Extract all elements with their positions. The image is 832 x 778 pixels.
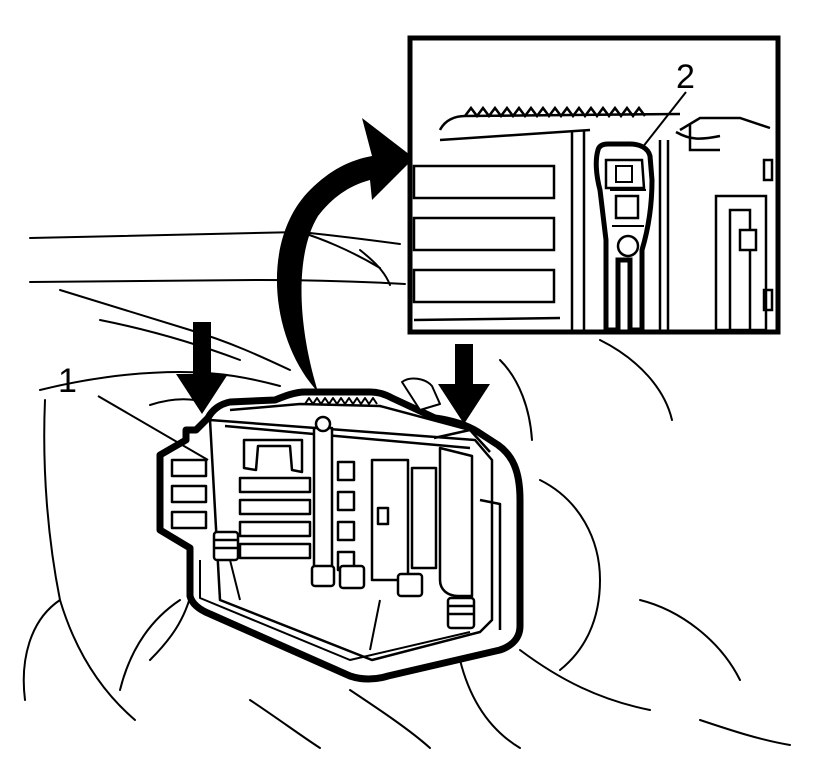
callout-label-1: 1: [58, 362, 77, 400]
inset-grip-teeth: [464, 105, 646, 119]
callout-1: 1: [58, 362, 209, 461]
grip-teeth: [304, 397, 378, 405]
left-slots: [170, 458, 312, 560]
background-hands: [22, 230, 791, 749]
down-arrow-right-icon: [438, 344, 490, 424]
bottom-feet: [212, 530, 476, 630]
detail-inset: 2: [407, 35, 781, 335]
right-slots: [336, 458, 438, 582]
callout-2: 2: [641, 58, 695, 149]
latch-detail: [593, 141, 655, 333]
module-assembly: [156, 377, 524, 683]
callout-label-2: 2: [676, 58, 695, 96]
rotate-arrow-icon: [276, 118, 414, 392]
down-arrows: [176, 322, 490, 424]
down-arrow-left-icon: [176, 322, 228, 414]
